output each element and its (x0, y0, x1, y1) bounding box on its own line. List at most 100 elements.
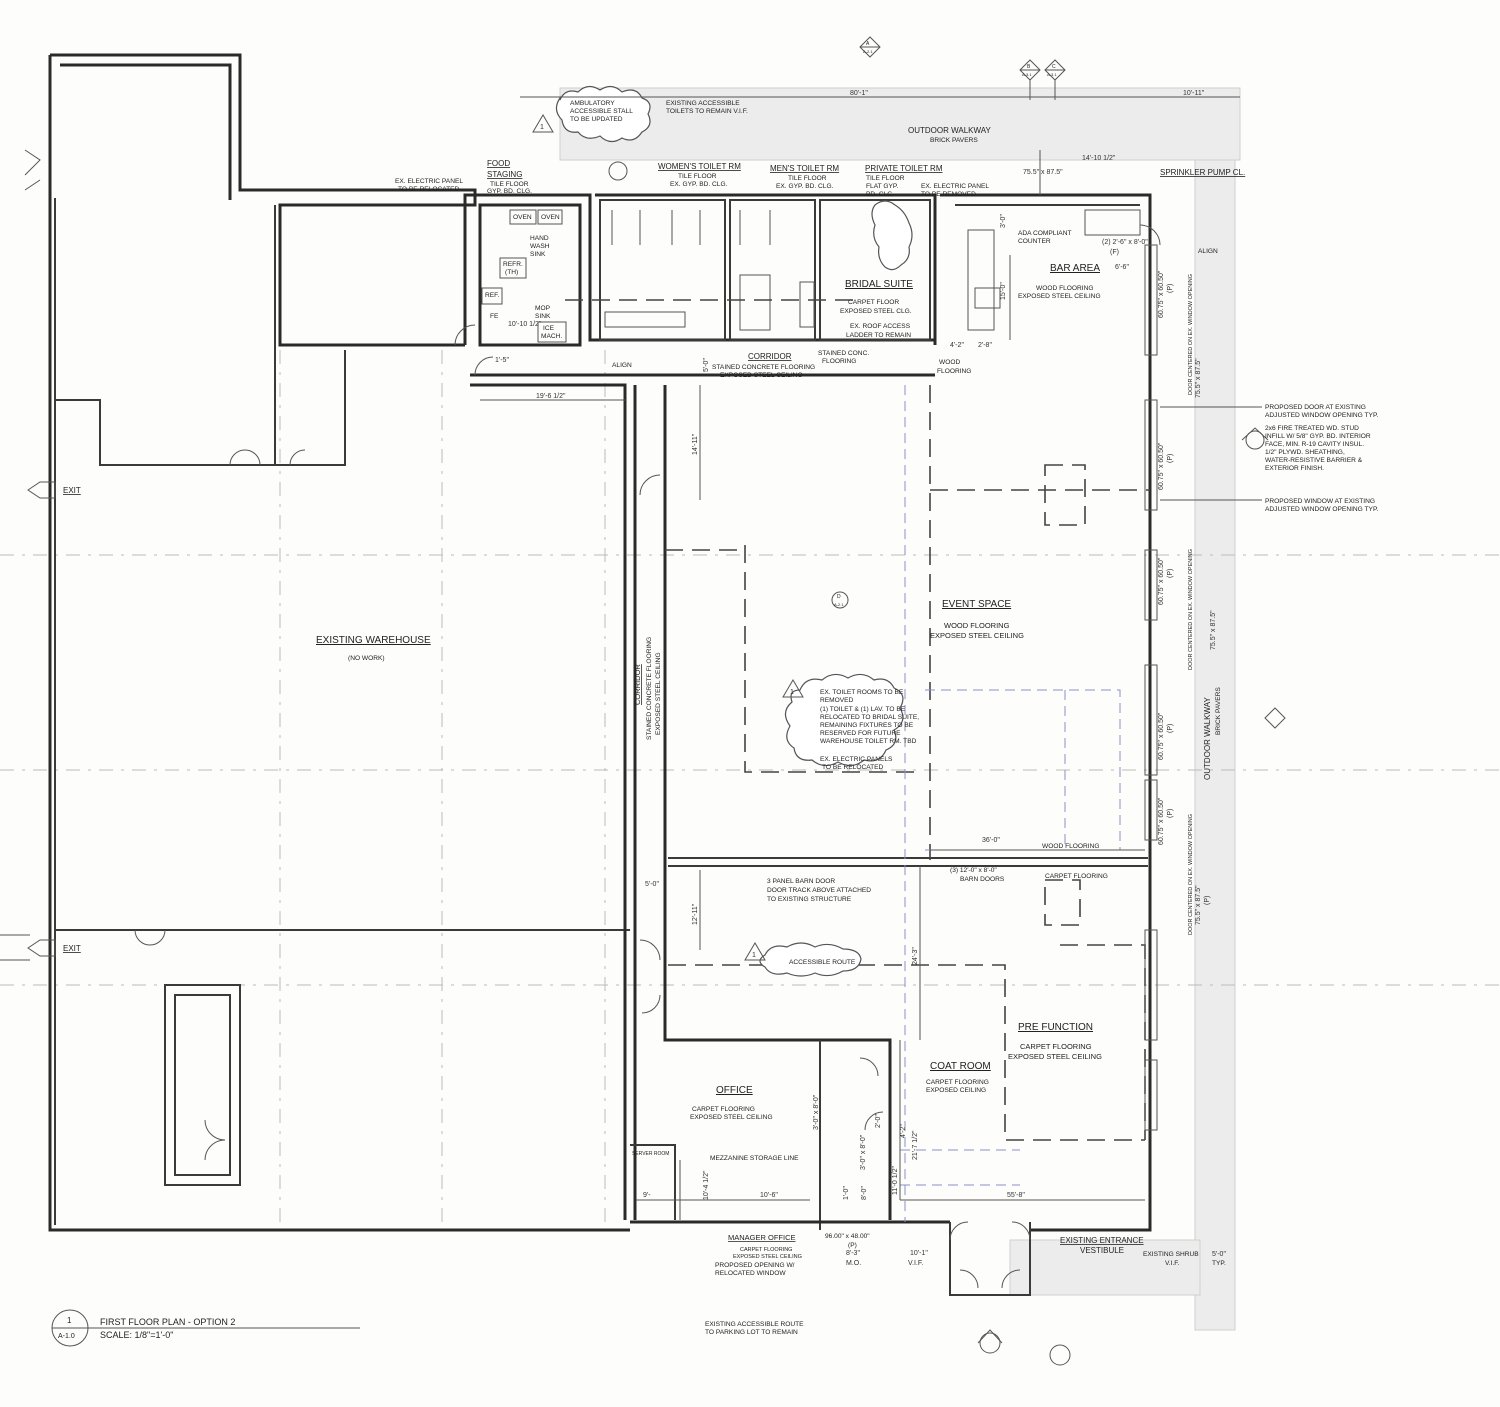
dim: 2'-0" (875, 1114, 882, 1128)
carpet-flooring-note: CARPET FLOORING (1045, 873, 1108, 880)
dim: 15'-0" (1000, 282, 1007, 300)
stud-infill-note: 1/2" PLYWD. SHEATHING, (1265, 449, 1345, 456)
womens-ceiling: EX. GYP. BD. CLG. (670, 181, 728, 188)
ex-electric-panel-note-2: TO BE RELOCATED (398, 186, 460, 193)
dim: 3'-0" x 8'-0" (813, 1094, 820, 1130)
proposed-window-note-2: ADJUSTED WINDOW OPENING TYP. (1265, 506, 1378, 513)
barn-doors-label: BARN DOORS (960, 876, 1005, 883)
hand-sink-label-2: WASH (530, 243, 550, 250)
exit-label: EXIT (63, 944, 81, 953)
window-size-p: (P) (1167, 284, 1174, 293)
event-space-label: EVENT SPACE (942, 599, 1011, 610)
existing-shrub-vif: V.I.F. (1165, 1260, 1180, 1267)
existing-entrance-label: EXISTING ENTRANCE (1060, 1236, 1144, 1245)
prefunction-floor: CARPET FLOORING (1020, 1042, 1092, 1051)
outdoor-walkway-right-label: OUTDOOR WALKWAY (1203, 697, 1212, 780)
window-size: 60.75" x 60.50" (1158, 270, 1165, 318)
server-room-label: SERVER ROOM (632, 1151, 669, 1157)
plan-notes: EX. ELECTRIC PANEL TO BE RELOCATED AMBUL… (63, 100, 1378, 1336)
dim: 5'-0" (703, 358, 710, 372)
mens-toilet-label: MEN'S TOILET RM (770, 164, 839, 173)
corridor-top-floor: STAINED CONCRETE FLOORING (712, 364, 815, 371)
corridor-vertical-label: CORRIDOR (633, 664, 642, 705)
ambulatory-cloud (555, 85, 651, 143)
barn-door-note-3: TO EXISTING STRUCTURE (767, 896, 852, 903)
proposed-window-note-1: PROPOSED WINDOW AT EXISTING (1265, 498, 1375, 505)
stained-floor-note-1: STAINED CONC. (818, 350, 869, 357)
stud-infill-note: 2x6 FIRE TREATED WD. STUD (1265, 425, 1359, 432)
prefunction-ceiling: EXPOSED STEEL CEILING (1008, 1052, 1102, 1061)
manager-office-floor: CARPET FLOORING (740, 1247, 792, 1253)
office-ceiling: EXPOSED STEEL CEILING (690, 1114, 773, 1121)
door-swings (24, 149, 1161, 1289)
revision-number: 1 (790, 689, 794, 696)
mop-sink-label-2: SINK (535, 313, 551, 320)
dimension-text: 80'-1" 10'-11" 14'-10 1/2" 75.5" x 87.5"… (495, 90, 1226, 1267)
window-size-p: (P) (1167, 454, 1174, 463)
dim: 24'-3" (912, 947, 919, 965)
window-size-p: (P) (1167, 724, 1174, 733)
stud-infill-note: WATER-RESISTIVE BARRIER & (1265, 457, 1363, 464)
existing-accessible-note-1: EXISTING ACCESSIBLE (666, 100, 740, 107)
ex-electric-remove-note-2: TO BE REMOVED (921, 191, 976, 198)
window-size: 60.75" x 60.50" (1158, 557, 1165, 605)
bridal-note-1: EX. ROOF ACCESS (850, 323, 911, 330)
dim: 10'-1" (910, 1250, 928, 1257)
room-labels: EXISTING WAREHOUSE (NO WORK) EVENT SPACE… (316, 126, 1245, 1260)
warehouse-label: EXISTING WAREHOUSE (316, 635, 431, 646)
building-shell (463, 193, 1152, 1296)
dim: 14'-10 1/2" (1082, 155, 1116, 162)
window-size: 75.5" x 87.5" (1210, 610, 1217, 650)
window-size: 60.75" x 60.50" (1158, 797, 1165, 845)
warehouse-note: (NO WORK) (348, 655, 385, 662)
proposed-opening-note-2: RELOCATED WINDOW (715, 1270, 786, 1277)
food-staging-label-2: STAGING (487, 170, 522, 179)
dim: 55'-8" (1007, 1192, 1025, 1199)
door-centered-note: DOOR CENTERED ON EX. WINDOW OPENING (1188, 549, 1194, 670)
manager-office-ceiling: EXPOSED STEEL CEILING (733, 1254, 802, 1260)
toilet-removal-note: RELOCATED TO BRIDAL SUITE, (820, 714, 919, 721)
dim: (F) (1110, 249, 1119, 256)
ice-machine-label-2: MACH. (541, 333, 562, 340)
dim: 21'-7 1/2" (912, 1130, 919, 1160)
office-label: OFFICE (716, 1085, 753, 1096)
dim: 4'-2" (950, 342, 964, 349)
section-marker-a-bot: A-2.1 (863, 49, 873, 54)
toilet-partitions (599, 199, 1141, 341)
event-space-floor: WOOD FLOORING (944, 621, 1010, 630)
mezzanine-note: MEZZANINE STORAGE LINE (710, 1155, 799, 1162)
coat-room-ceiling: EXPOSED CEILING (926, 1087, 986, 1094)
toilet-removal-note: WAREHOUSE TOILET RM. TBD (820, 738, 917, 745)
title-block-title: FIRST FLOOR PLAN - OPTION 2 (100, 1317, 235, 1327)
column-grid (0, 350, 1500, 1230)
dim: 6'-6" (1115, 264, 1129, 271)
dim: 2'-8" (978, 342, 992, 349)
private-ceiling-2: BD. CLG. (866, 191, 894, 198)
dim: 5'-0" (1212, 1251, 1226, 1258)
window-size: 60.75" x 60.50" (1158, 712, 1165, 760)
ada-counter-note-1: ADA COMPLIANT (1018, 230, 1072, 237)
revision-number: 1 (540, 124, 544, 131)
dim: 1'-5" (495, 357, 509, 364)
barn-door-note-1: 3 PANEL BARN DOOR (767, 878, 835, 885)
outdoor-walkway-top-label: OUTDOOR WALKWAY (908, 126, 991, 135)
accessible-route-cloud (759, 942, 862, 977)
accessible-route-parking-note-2: TO PARKING LOT TO REMAIN (705, 1329, 798, 1336)
dim: 75.5" x 87.5" (1023, 169, 1063, 176)
typ-note: TYP. (1212, 1260, 1226, 1267)
ref-label: REF. (485, 292, 499, 299)
dim: 19'-6 1/2" (536, 393, 566, 400)
toilet-removal-note: EX. TOILET ROOMS TO BE (820, 689, 904, 696)
bridal-ceiling: EXPOSED STEEL CLG. (840, 308, 912, 315)
electric-relocate-note-2: TO BE RELOCATED (822, 764, 884, 771)
toilet-removal-note: RESERVED FOR FUTURE (820, 730, 901, 737)
corridor-vertical-floor: STAINED CONCRETE FLOORING (646, 637, 653, 740)
wood-flooring-small-1: WOOD (939, 359, 960, 366)
dim: (2) 2'-6" x 8'-0" (1102, 239, 1148, 246)
toilet-removal-note: REMOVED (820, 697, 854, 704)
existing-shrub-note: EXISTING SHRUB (1143, 1251, 1199, 1258)
dim: V.I.F. (908, 1260, 923, 1267)
refrigerator-label-1: REFR. (503, 261, 523, 268)
proposed-door-note-1: PROPOSED DOOR AT EXISTING (1265, 404, 1366, 411)
entrance-paving (1009, 1239, 1201, 1296)
